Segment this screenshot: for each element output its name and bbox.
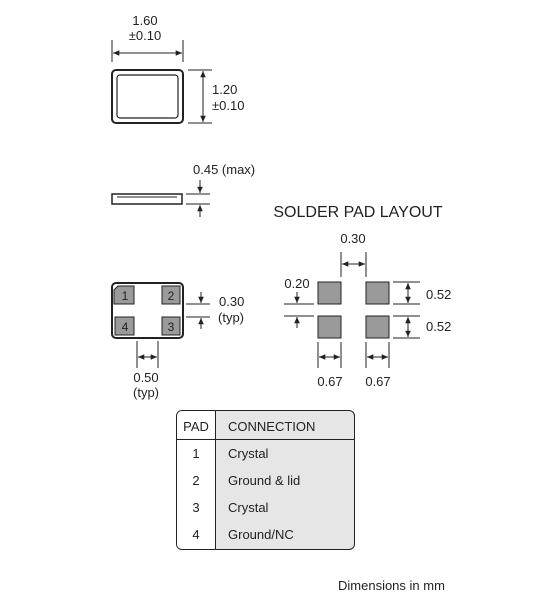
pad-number-3: 3 [168,320,175,334]
pad-1-shape [113,285,135,305]
solder-pad-top-right [365,281,390,305]
pad-width-label: 0.50 [133,370,158,385]
solder-pad-bottom-right [365,315,390,339]
header-connection: CONNECTION [228,419,316,434]
package-top-view: 1.60 ±0.10 1.20 ±0.10 [111,13,244,124]
header-pad: PAD [183,419,209,434]
pad-2-shape [161,285,181,305]
pad-height-top-label: 0.52 [426,287,451,302]
pad-gap-label: 0.30 [219,294,244,309]
width-tolerance: ±0.10 [129,28,161,43]
units-note: Dimensions in mm [338,578,445,593]
pad-height-bottom-label: 0.52 [426,319,451,334]
pad-gap-typ: (typ) [218,310,244,325]
pad-number-2: 2 [168,289,175,303]
package-bottom-view: 1 2 4 3 0.30 (typ) 0.50 (typ) [111,282,244,400]
package-lid [116,74,179,119]
pad-number-4: 4 [122,320,129,334]
row-pad: 1 [192,446,200,461]
gap-y-label: 0.20 [284,276,309,291]
package-outline [111,69,184,124]
solder-pad-bottom-left [317,315,342,339]
row-connection: Crystal [228,500,269,515]
height-tolerance: ±0.10 [212,98,244,113]
pad-3-shape [161,316,181,336]
row-pad: 3 [192,500,200,515]
pad-number-1: 1 [122,289,129,303]
pad-width-right-label: 0.67 [365,374,390,389]
solder-pad-layout: SOLDER PAD LAYOUT 0.30 0.20 0.52 0.52 0.… [273,204,451,389]
row-pad: 2 [192,473,200,488]
pad-column-bg [177,411,216,549]
pad-width-typ: (typ) [133,385,159,400]
row-connection: Ground/NC [228,527,294,542]
gap-x-label: 0.30 [340,231,365,246]
table-row: 4 Ground/NC [177,521,354,548]
pad-connection-table: PAD CONNECTION 1 Crystal 2 Ground & lid … [176,410,355,550]
row-connection: Crystal [228,446,269,461]
width-label: 1.60 [132,13,157,28]
pad-4-shape [114,316,135,336]
row-connection: Ground & lid [228,473,301,488]
solder-layout-title: SOLDER PAD LAYOUT [273,204,442,221]
table-row: 2 Ground & lid [177,467,354,494]
thickness-label: 0.45 (max) [193,162,255,177]
table-row: 3 Crystal [177,494,354,521]
side-body [111,193,183,205]
height-label: 1.20 [212,82,237,97]
table-row: 1 Crystal [177,440,354,467]
solder-pad-top-left [317,281,342,305]
row-pad: 4 [192,527,200,542]
pad-width-left-label: 0.67 [317,374,342,389]
table-header-row: PAD CONNECTION [177,413,354,440]
package-side-view: 0.45 (max) [111,162,255,217]
